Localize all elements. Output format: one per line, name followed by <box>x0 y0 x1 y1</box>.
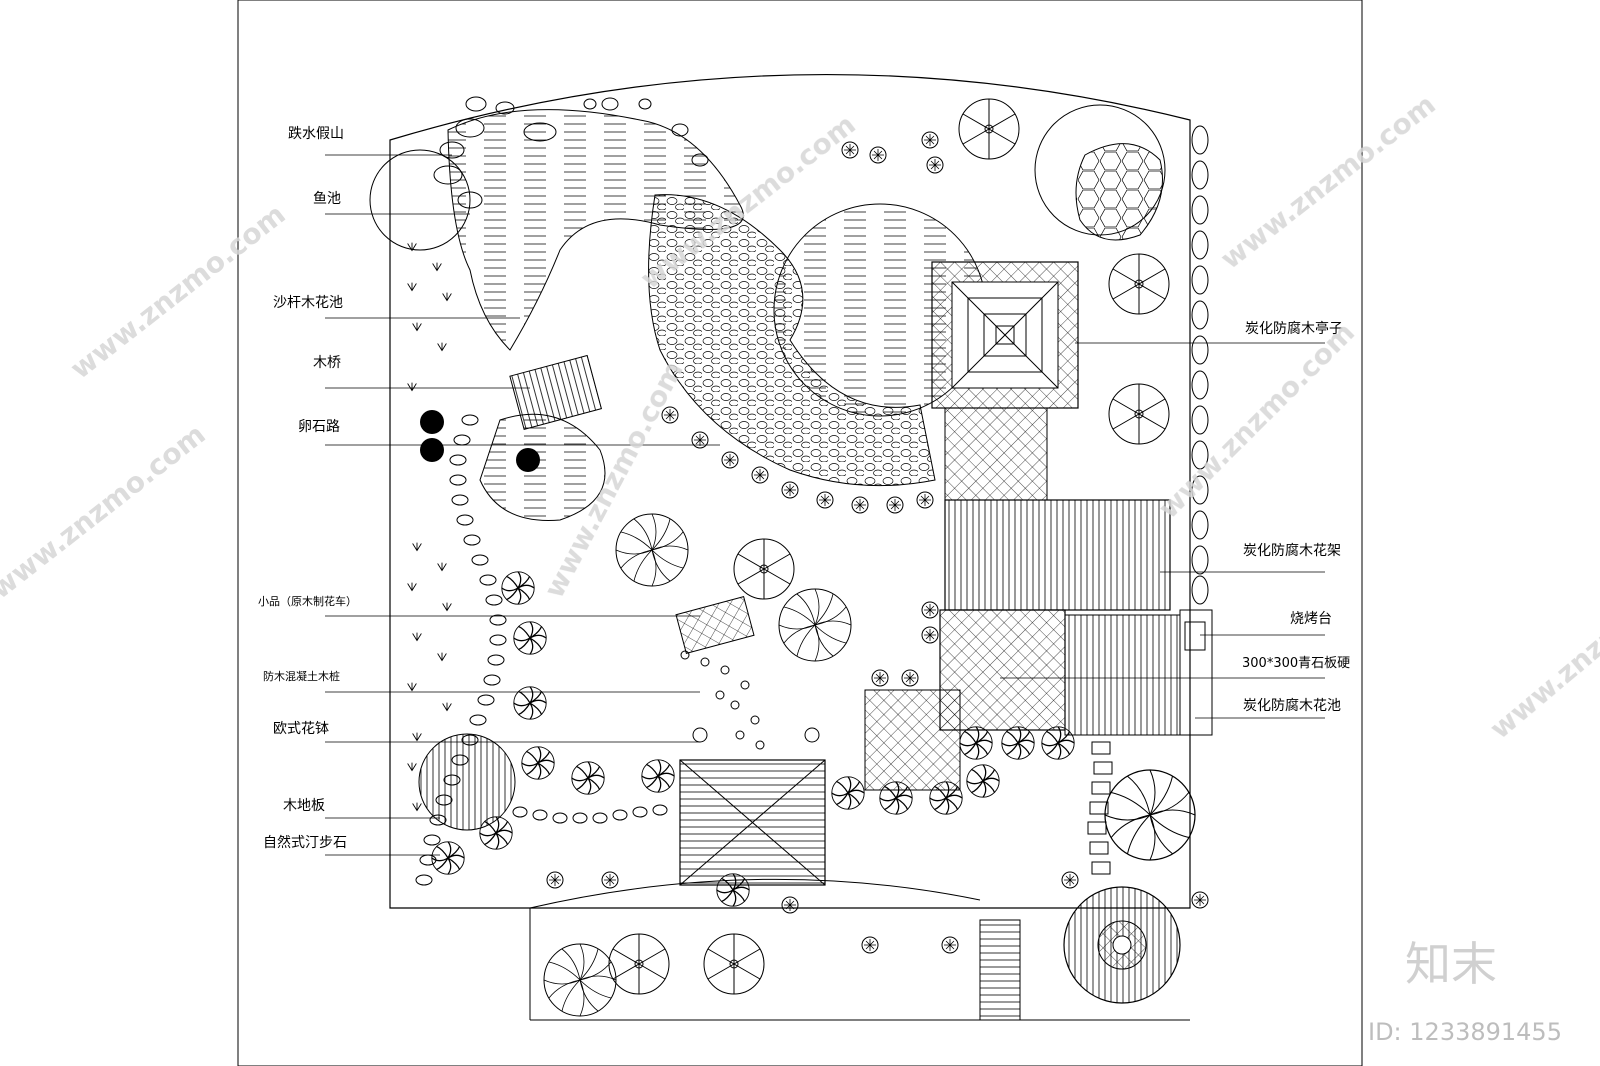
label-wood-floor: 木地板 <box>283 798 325 814</box>
watermark-site: www.znzmo.com <box>64 198 292 386</box>
circular-plaza <box>1063 886 1181 1004</box>
tree-palm <box>733 538 795 600</box>
stepping-slabs-right <box>1087 741 1113 875</box>
hexagon-planting <box>1075 143 1163 241</box>
id-watermark: ID: 1233891455 <box>1368 1018 1562 1046</box>
bottom-path-edge <box>529 878 981 909</box>
ornament-cart <box>675 596 755 654</box>
bottom-deck <box>979 919 1021 1021</box>
tree-outline-large <box>1034 104 1166 236</box>
wood-deck-right <box>1064 614 1181 736</box>
label-flower-rack: 炭化防腐木花架 <box>1243 542 1341 559</box>
wood-pavilion <box>931 261 1079 409</box>
dark-trees <box>420 410 540 472</box>
flower-rack <box>944 499 1171 611</box>
tree-outline-left <box>369 149 471 251</box>
tree-palm <box>703 933 765 995</box>
label-fish-pond: 鱼池 <box>313 190 341 207</box>
watermark-site: www.znzmo.com <box>1214 88 1442 276</box>
watermark-site: www.znzmo.com <box>0 418 212 606</box>
leader-lines-right <box>1000 342 1325 719</box>
watermark-site: www.znzmo.com <box>1152 316 1361 525</box>
rockery-stones <box>433 96 709 209</box>
drawing-frame <box>237 0 1363 1066</box>
label-slate-paving: 300*300青石板硬 <box>1242 656 1350 671</box>
groundcover-plants <box>407 242 452 811</box>
fish-pond <box>447 109 744 351</box>
label-euro-planter: 欧式花钵 <box>273 721 329 737</box>
tree-big <box>615 513 689 587</box>
tree-palm <box>1108 253 1170 315</box>
site-boundary <box>389 73 1191 909</box>
wooden-bridge <box>509 354 603 430</box>
labels-right: 炭化防腐木亭子 炭化防腐木花架 烧烤台 300*300青石板硬 炭化防腐木花池 <box>1242 320 1350 714</box>
tree-palm <box>1108 383 1170 445</box>
watermark-site: www.znzmo.com <box>1483 551 1600 745</box>
label-stepping-stone: 自然式汀步石 <box>263 834 347 851</box>
wood-walkway <box>944 407 1048 501</box>
label-wood-planter: 炭化防腐木花池 <box>1243 697 1341 714</box>
wood-floor-deck <box>679 759 826 886</box>
hedge-row <box>1191 125 1209 605</box>
tree-big <box>1104 769 1196 861</box>
label-pebble-path: 卵石路 <box>298 419 340 435</box>
label-sarcandra-bed: 沙杆木花池 <box>273 295 343 311</box>
slate-paving <box>939 609 1066 731</box>
tree-big <box>543 943 617 1017</box>
brand-watermark: 知末 <box>1405 937 1497 991</box>
tree-big <box>778 588 852 662</box>
tree-palm <box>958 98 1020 160</box>
label-bbq: 烧烤台 <box>1290 611 1332 627</box>
tree-cross <box>418 733 516 831</box>
label-rockery: 跌水假山 <box>288 126 344 142</box>
labels-left: 跌水假山 鱼池 沙杆木花池 木桥 卵石路 小品（原木制花车） 防木混凝土木桩 欧… <box>258 126 357 851</box>
label-wood-bridge: 木桥 <box>313 355 341 371</box>
label-pavilion: 炭化防腐木亭子 <box>1245 320 1343 337</box>
bbq-grill <box>1184 621 1206 651</box>
slate-paving-2 <box>864 689 961 791</box>
small-planters <box>680 650 820 750</box>
bbq-counter <box>1179 609 1213 736</box>
label-ornament: 小品（原木制花车） <box>258 594 357 608</box>
leader-lines-left <box>325 154 720 856</box>
tree-palm <box>608 933 670 995</box>
label-wood-stake: 防木混凝土木桩 <box>263 669 340 683</box>
